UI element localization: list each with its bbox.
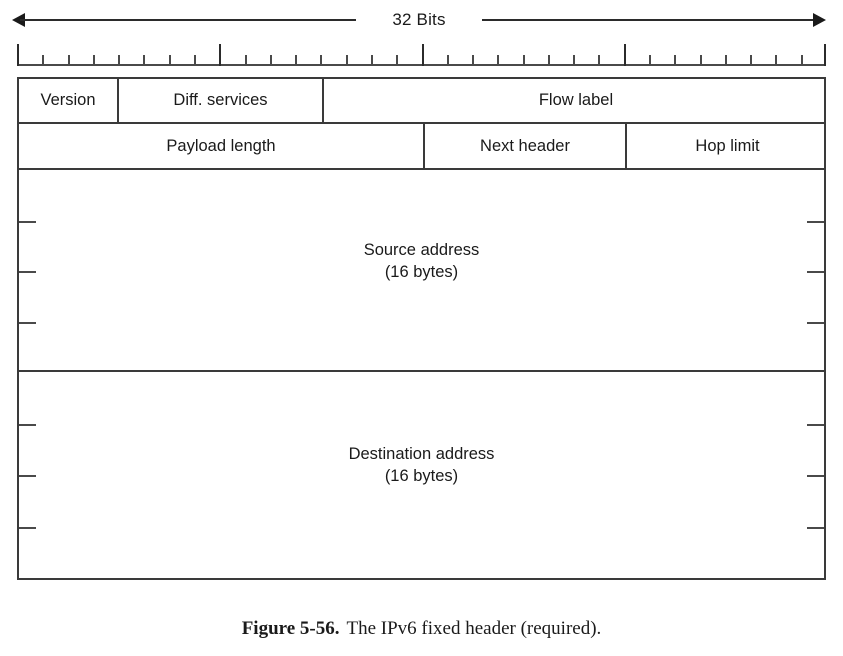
source-address-word-tick-r-3 — [807, 322, 824, 324]
source-address-word-tick-r-1 — [807, 221, 824, 223]
ruler-minor-tick-21 — [548, 55, 550, 66]
ruler-minor-tick-26 — [674, 55, 676, 66]
ruler-minor-tick-27 — [700, 55, 702, 66]
ruler-minor-tick-5 — [143, 55, 145, 66]
destination-address-word-tick-r-3 — [807, 527, 824, 529]
ruler-minor-tick-29 — [750, 55, 752, 66]
arrow-head-left-icon — [12, 13, 25, 27]
source-address-label: Source address — [363, 241, 480, 259]
source-address-size: (16 bytes) — [384, 263, 459, 281]
source-address-word-tick-l-3 — [19, 322, 36, 324]
header-row-2: Payload length Next header Hop limit — [19, 124, 824, 170]
ruler-minor-tick-1 — [42, 55, 44, 66]
field-destination-address: Destination address (16 bytes) — [19, 372, 824, 578]
source-address-word-tick-r-2 — [807, 271, 824, 273]
width-arrow: 32 Bits — [12, 8, 826, 32]
ruler-minor-tick-4 — [118, 55, 120, 66]
field-version: Version — [19, 79, 119, 122]
field-diff-services-label: Diff. services — [173, 91, 268, 109]
figure-caption-text: The IPv6 fixed header (required). — [346, 618, 602, 639]
ruler-minor-tick-18 — [472, 55, 474, 66]
arrow-line-left — [20, 19, 356, 21]
ruler-minor-tick-20 — [523, 55, 525, 66]
ruler-minor-tick-6 — [169, 55, 171, 66]
ruler-major-tick-16 — [422, 44, 424, 66]
destination-address-word-tick-r-1 — [807, 424, 824, 426]
ruler-major-tick-8 — [219, 44, 221, 66]
header-row-1: Version Diff. services Flow label — [19, 79, 824, 124]
destination-address-word-tick-l-1 — [19, 424, 36, 426]
field-source-address: Source address (16 bytes) — [19, 170, 824, 372]
width-arrow-label: 32 Bits — [12, 8, 826, 31]
field-next-header-label: Next header — [480, 136, 570, 155]
ruler-minor-tick-15 — [396, 55, 398, 66]
ruler-major-tick-0 — [17, 44, 19, 66]
field-diff-services: Diff. services — [119, 79, 324, 122]
ruler-minor-tick-28 — [725, 55, 727, 66]
bit-ruler — [17, 42, 826, 66]
destination-address-caption: Destination address (16 bytes) — [19, 443, 824, 487]
field-flow-label-label: Flow label — [538, 91, 614, 109]
destination-address-word-tick-l-3 — [19, 527, 36, 529]
field-payload-length: Payload length — [19, 124, 425, 168]
ruler-major-tick-32 — [824, 44, 826, 66]
source-address-word-tick-l-1 — [19, 221, 36, 223]
width-arrow-label-text: 32 Bits — [383, 10, 455, 29]
field-hop-limit-label: Hop limit — [695, 136, 760, 155]
figure-caption-number: Figure 5-56. — [241, 618, 340, 639]
ruler-minor-tick-30 — [775, 55, 777, 66]
ruler-major-tick-24 — [624, 44, 626, 66]
destination-address-size: (16 bytes) — [384, 467, 459, 485]
destination-address-label: Destination address — [348, 445, 495, 463]
ruler-minor-tick-2 — [68, 55, 70, 66]
bit-ruler-baseline — [17, 64, 826, 66]
field-flow-label: Flow label — [324, 79, 828, 122]
arrow-head-right-icon — [813, 13, 826, 27]
ruler-minor-tick-9 — [245, 55, 247, 66]
ruler-minor-tick-22 — [573, 55, 575, 66]
ruler-minor-tick-3 — [93, 55, 95, 66]
ruler-minor-tick-14 — [371, 55, 373, 66]
ruler-minor-tick-13 — [346, 55, 348, 66]
arrow-line-right — [482, 19, 818, 21]
destination-address-word-tick-r-2 — [807, 475, 824, 477]
source-address-word-tick-l-2 — [19, 271, 36, 273]
ruler-minor-tick-10 — [270, 55, 272, 66]
ruler-minor-tick-25 — [649, 55, 651, 66]
ruler-minor-tick-31 — [801, 55, 803, 66]
destination-address-word-tick-l-2 — [19, 475, 36, 477]
field-version-label: Version — [40, 91, 96, 109]
ruler-minor-tick-7 — [194, 55, 196, 66]
ruler-minor-tick-19 — [497, 55, 499, 66]
ipv6-header-table: Version Diff. services Flow label Payloa… — [17, 77, 826, 580]
figure-caption: Figure 5-56. The IPv6 fixed header (requi… — [0, 618, 843, 640]
field-payload-length-label: Payload length — [166, 136, 276, 155]
ruler-minor-tick-23 — [598, 55, 600, 66]
field-next-header: Next header — [425, 124, 627, 168]
ruler-minor-tick-11 — [295, 55, 297, 66]
source-address-caption: Source address (16 bytes) — [19, 239, 824, 283]
ruler-minor-tick-12 — [320, 55, 322, 66]
ruler-minor-tick-17 — [447, 55, 449, 66]
field-hop-limit: Hop limit — [627, 124, 828, 168]
